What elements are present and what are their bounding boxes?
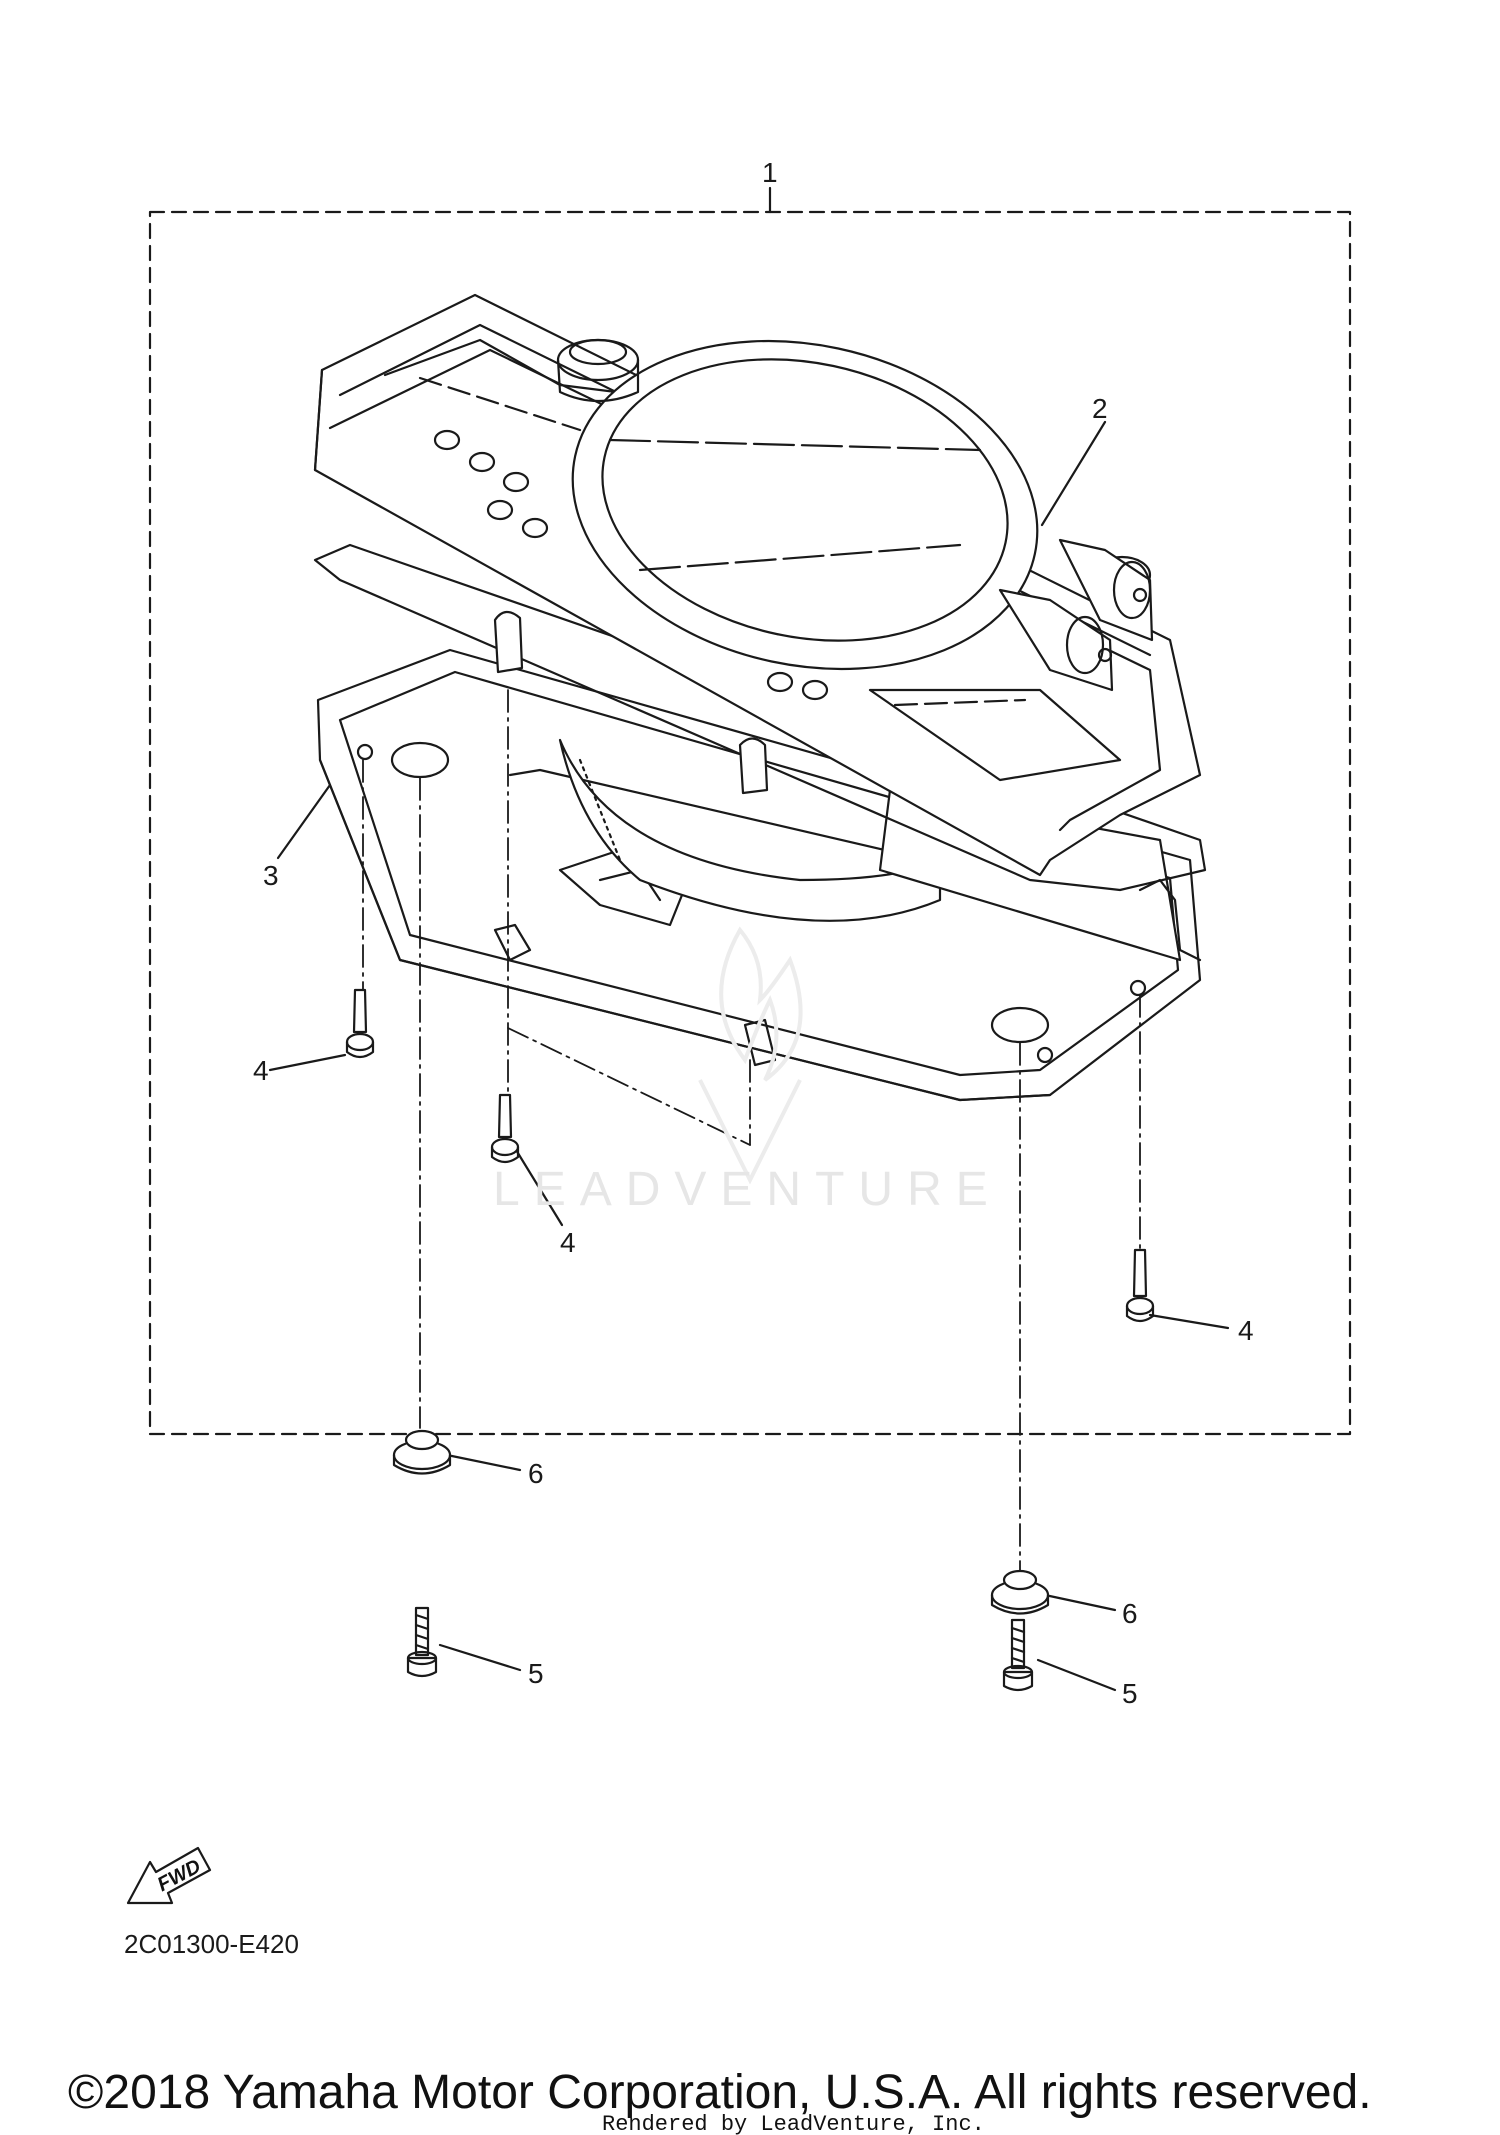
meter-body bbox=[558, 738, 1182, 962]
grommet-6a bbox=[392, 1429, 452, 1475]
leader-5b bbox=[1036, 1658, 1117, 1692]
callout-1: 1 bbox=[762, 157, 778, 188]
fwd-arrow-icon bbox=[126, 1846, 212, 1905]
callout-4b: 4 bbox=[560, 1227, 576, 1258]
center-lines bbox=[362, 689, 1141, 1586]
callout-4a: 4 bbox=[253, 1055, 269, 1086]
callout-5a: 5 bbox=[528, 1658, 544, 1689]
callout-6a: 6 bbox=[528, 1458, 544, 1489]
assembly-boundary bbox=[148, 210, 1352, 1436]
watermark-flame-icon bbox=[698, 926, 803, 1185]
diagram-code: 2C01300-E420 bbox=[124, 1929, 299, 1959]
leader-5a bbox=[438, 1643, 522, 1672]
connector-upper bbox=[1058, 538, 1154, 642]
leader-4c bbox=[1148, 1313, 1230, 1330]
bolt-5b bbox=[1002, 1618, 1034, 1692]
leader-3 bbox=[276, 783, 332, 860]
bolt-5a bbox=[406, 1606, 438, 1678]
leader-6b bbox=[1043, 1593, 1117, 1612]
gauge-ring-inner bbox=[601, 358, 1009, 642]
callout-5b: 5 bbox=[1122, 1678, 1138, 1709]
leader-6a bbox=[445, 1453, 522, 1472]
connector-lower bbox=[998, 588, 1114, 692]
gauge-ring-outer bbox=[571, 339, 1039, 671]
leader-2 bbox=[1040, 420, 1107, 527]
stay-wire bbox=[1138, 878, 1202, 962]
leader-4a bbox=[268, 1053, 347, 1072]
grommet-6b bbox=[990, 1569, 1050, 1615]
callout-4c: 4 bbox=[1238, 1315, 1254, 1346]
callout-2: 2 bbox=[1092, 393, 1108, 424]
callout-6b: 6 bbox=[1122, 1598, 1138, 1629]
screw-4a bbox=[345, 988, 375, 1059]
screw-4b bbox=[490, 1093, 520, 1164]
watermark-text: LEADVENTURE bbox=[493, 1163, 1002, 1216]
rendered-by: Rendered by LeadVenture, Inc. bbox=[602, 2112, 985, 2135]
callout-3: 3 bbox=[263, 860, 279, 891]
copyright-notice: ©2018 Yamaha Motor Corporation, U.S.A. A… bbox=[68, 2066, 1372, 2119]
screw-4c bbox=[1125, 1248, 1155, 1323]
leader-4b bbox=[511, 1143, 564, 1227]
gasket bbox=[313, 543, 1207, 892]
upper-case bbox=[313, 293, 1202, 877]
